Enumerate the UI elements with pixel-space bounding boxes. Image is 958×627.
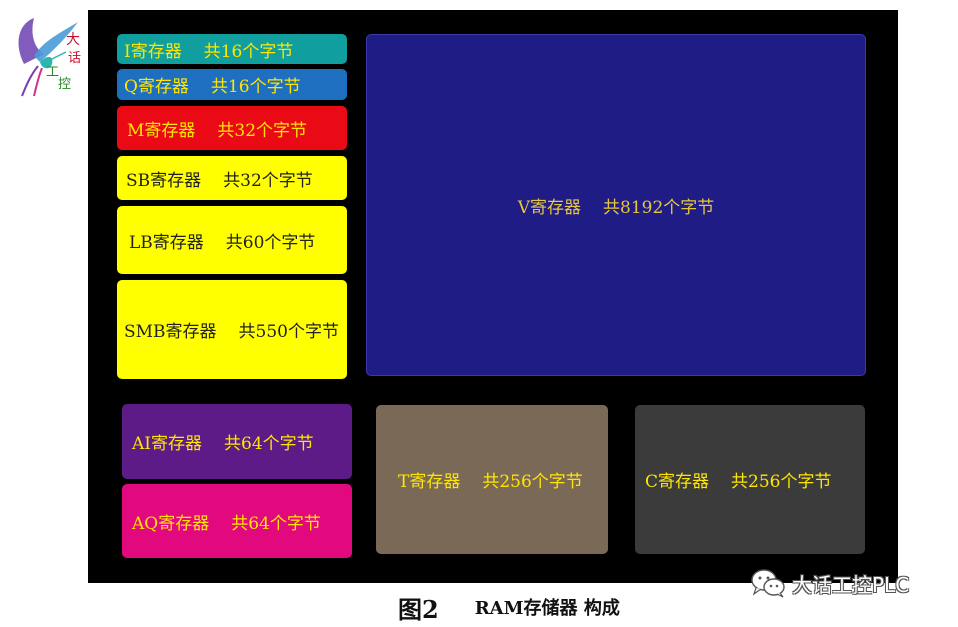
lb-register-size: 共60个字节 xyxy=(225,232,316,253)
sb-register-size: 共32个字节 xyxy=(223,170,313,191)
watermark-text: 大话工控PLC xyxy=(792,572,910,597)
v-register-name: V寄存器 xyxy=(517,197,581,218)
v-register-block: V寄存器 共8192个字节 xyxy=(366,34,866,376)
lb-register-name: LB寄存器 xyxy=(129,232,204,253)
ai-register-size: 共64个字节 xyxy=(224,434,314,454)
m-register-name: M寄存器 xyxy=(127,120,196,141)
c-register-name: C寄存器 xyxy=(645,472,710,492)
i-register-block: I寄存器 共16个字节 xyxy=(117,34,347,64)
smb-register-block: SMB寄存器 共550个字节 xyxy=(117,280,347,379)
m-register-size: 共32个字节 xyxy=(217,120,308,141)
c-register-size: 共256个字节 xyxy=(731,472,832,492)
t-register-name: T寄存器 xyxy=(398,472,461,492)
logo: 大 话 工 控 xyxy=(4,4,86,100)
aq-register-name: AQ寄存器 xyxy=(132,513,210,534)
t-register-block: T寄存器 共256个字节 xyxy=(376,405,608,554)
q-register-size: 共16个字节 xyxy=(210,77,301,97)
wechat-icon xyxy=(751,569,785,598)
q-register-block: Q寄存器 共16个字节 xyxy=(117,69,347,100)
c-register-block: C寄存器 共256个字节 xyxy=(635,405,865,554)
hummingbird-logo-icon: 大 话 工 控 xyxy=(18,18,81,97)
t-register-size: 共256个字节 xyxy=(482,472,583,492)
sb-register-block: SB寄存器 共32个字节 xyxy=(117,156,347,200)
ai-register-name: AI寄存器 xyxy=(132,434,202,454)
figure-number: 图2 xyxy=(398,594,439,624)
i-register-name: I寄存器 xyxy=(124,41,182,62)
figure-title: RAM存储器 构成 xyxy=(474,598,620,619)
smb-register-size: 共550个字节 xyxy=(238,322,339,342)
lb-register-block: LB寄存器 共60个字节 xyxy=(117,206,347,274)
svg-text:话: 话 xyxy=(68,51,81,66)
i-register-size: 共16个字节 xyxy=(203,41,294,62)
aq-register-size: 共64个字节 xyxy=(231,513,321,534)
aq-register-block: AQ寄存器 共64个字节 xyxy=(122,484,352,558)
v-register-size: 共8192个字节 xyxy=(603,197,715,218)
sb-register-name: SB寄存器 xyxy=(126,170,202,191)
svg-text:工: 工 xyxy=(46,65,59,80)
figure-caption: 图2 RAM存储器 构成 xyxy=(398,590,620,624)
svg-text:大: 大 xyxy=(66,32,80,48)
ai-register-block: AI寄存器 共64个字节 xyxy=(122,404,352,479)
svg-text:控: 控 xyxy=(58,77,71,92)
smb-register-name: SMB寄存器 xyxy=(124,322,217,342)
q-register-name: Q寄存器 xyxy=(124,77,189,97)
watermark: 大话工控PLC xyxy=(750,567,909,599)
m-register-block: M寄存器 共32个字节 xyxy=(117,106,347,150)
